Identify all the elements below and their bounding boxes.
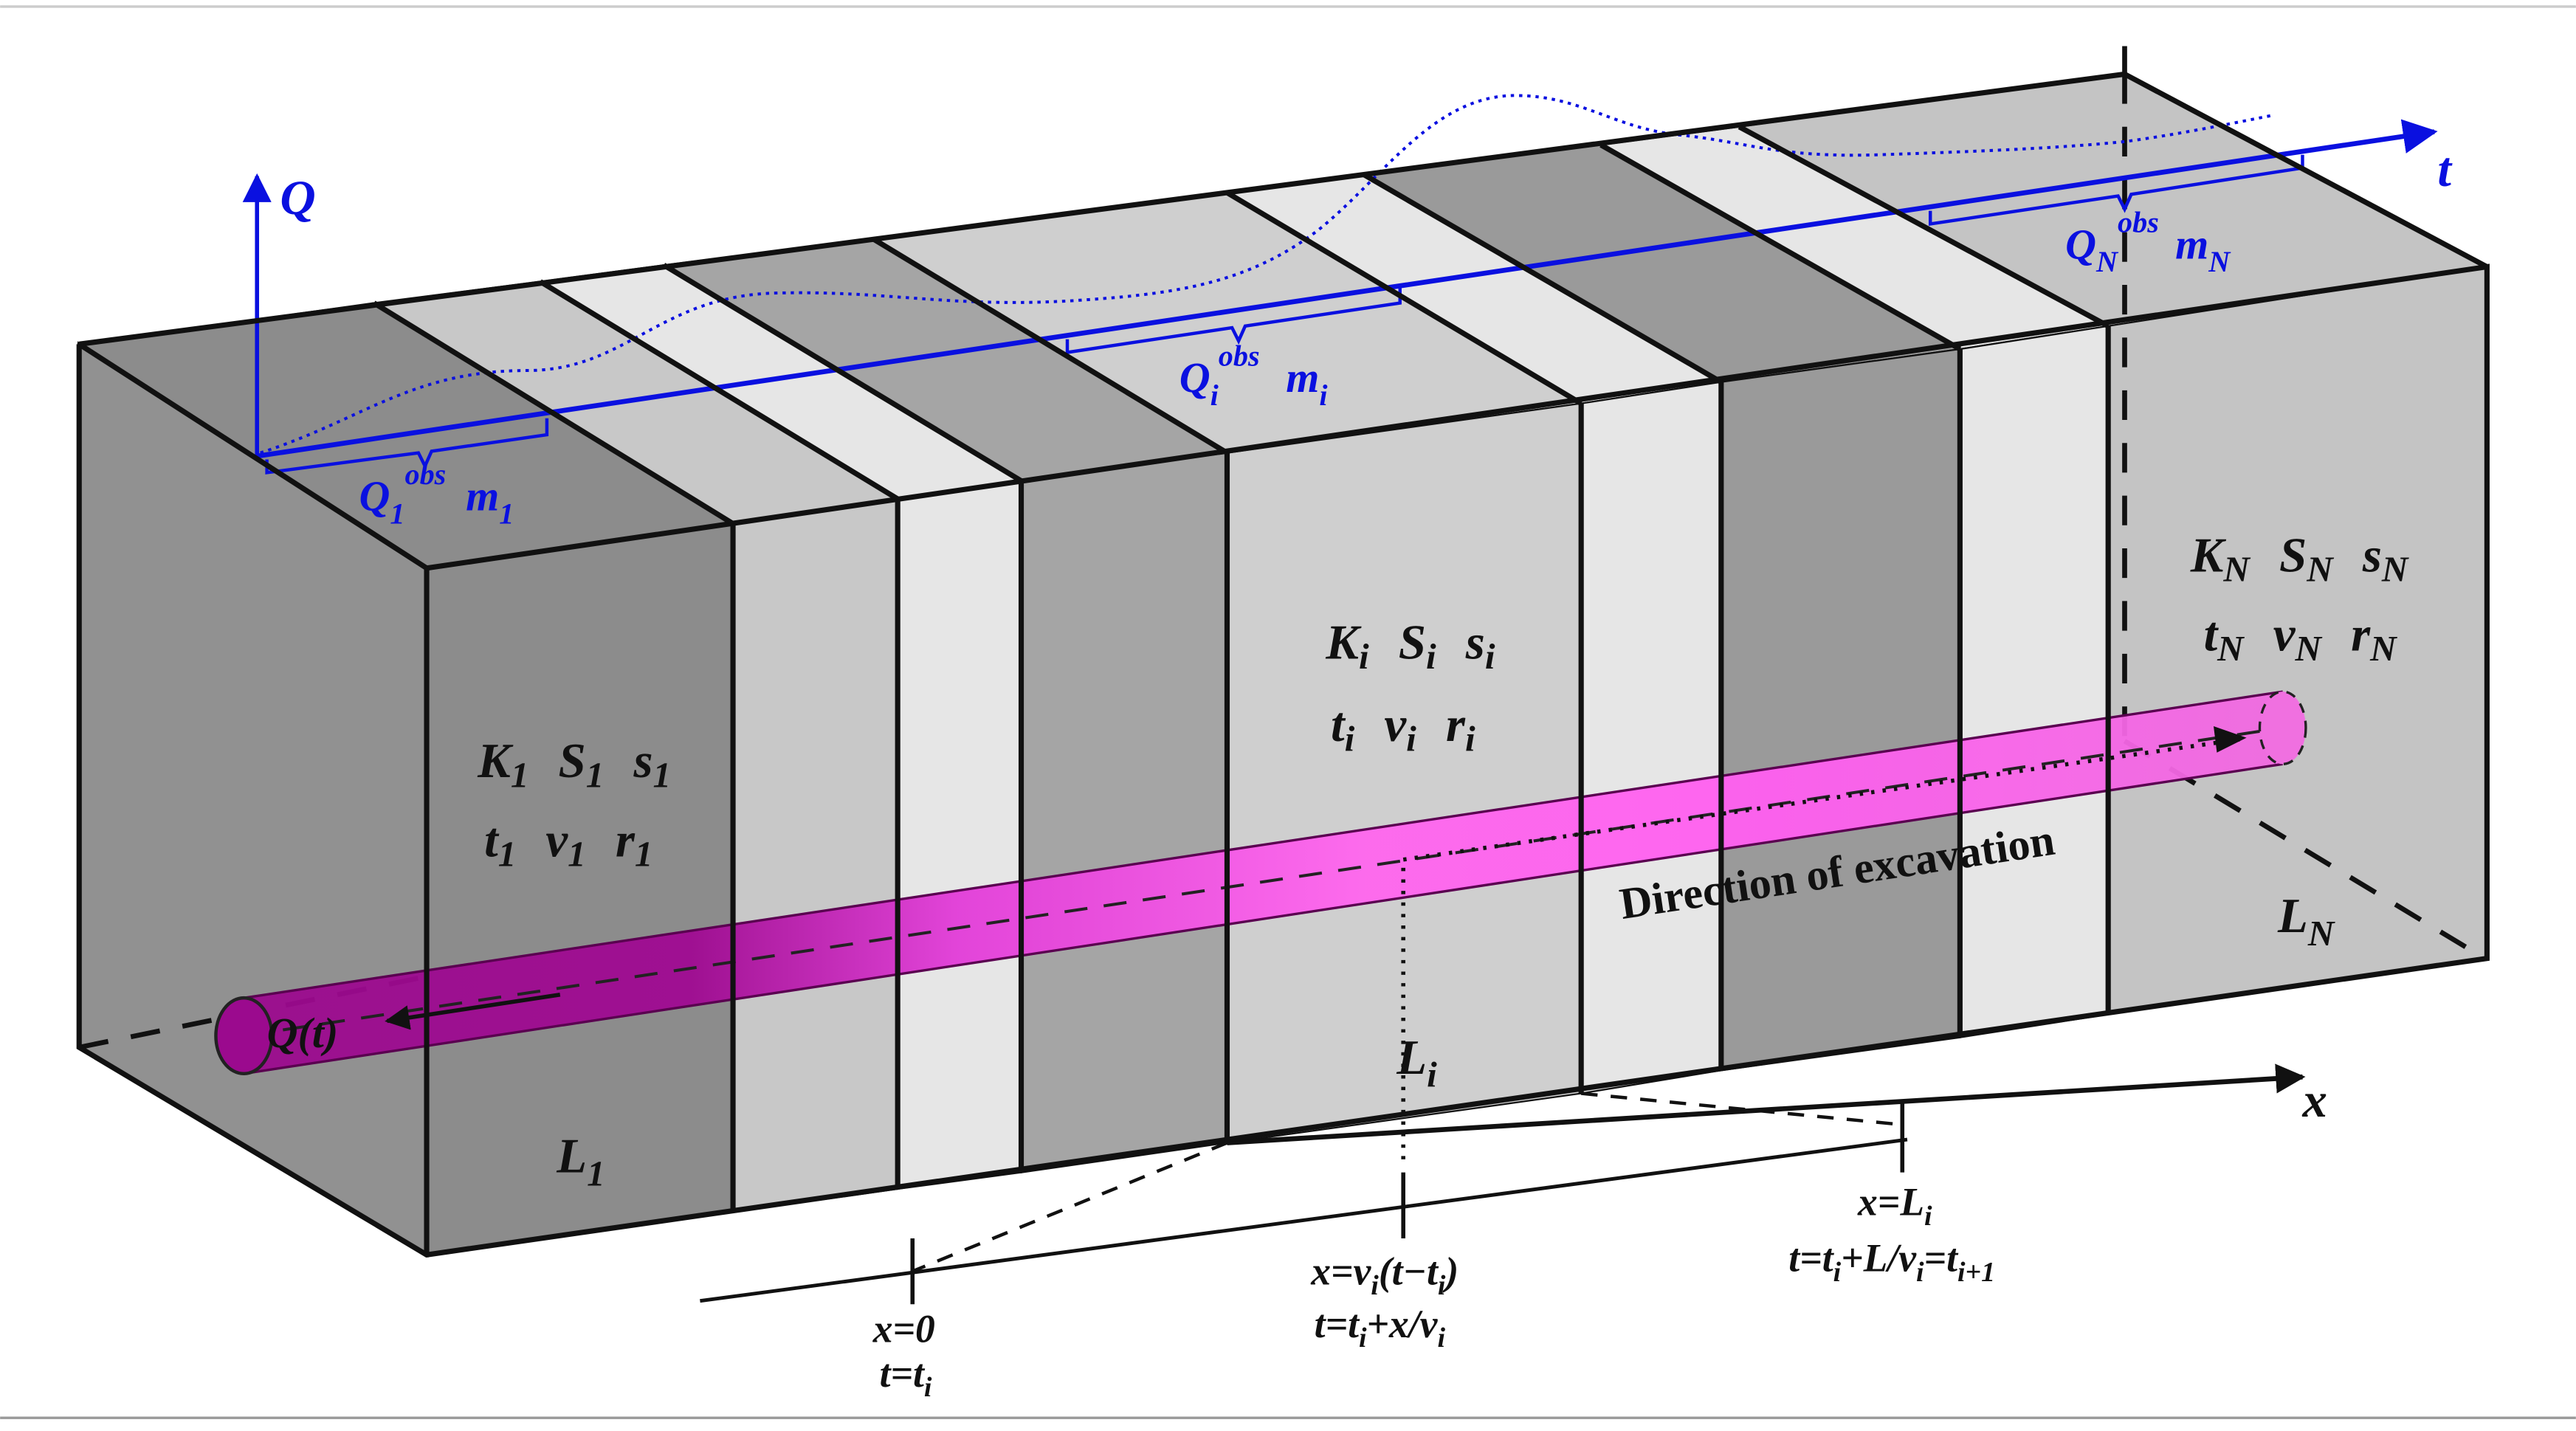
front-zone-8 bbox=[1959, 325, 2110, 1039]
block-outline bbox=[76, 71, 2490, 1258]
q-axis-label: Q bbox=[280, 170, 315, 225]
projection-start bbox=[912, 1141, 1228, 1273]
excavation-path-dotted bbox=[1401, 737, 2241, 1159]
tunnel-bottom-edge bbox=[244, 762, 2283, 1075]
t-axis-label: t bbox=[2437, 142, 2453, 197]
front-zone-4 bbox=[1020, 452, 1228, 1173]
front-zone-6 bbox=[1580, 381, 1722, 1094]
front-face bbox=[425, 266, 2488, 1256]
projection-end bbox=[1580, 1092, 1903, 1127]
local-x-axis bbox=[700, 1137, 1908, 1303]
tunnel-axis-dashed bbox=[244, 726, 2284, 1038]
bottom-axis-labels: x=0 t=ti x=vi(t−ti) t=ti+x/vi x=Li t=ti+… bbox=[872, 1180, 1995, 1403]
front-zone-2 bbox=[731, 497, 899, 1213]
length-label-i: Li bbox=[1396, 1030, 1437, 1095]
mid-x-label: x=vi(t−ti) bbox=[1310, 1249, 1459, 1300]
tunnel-front-opening bbox=[214, 996, 274, 1076]
front-zone-3 bbox=[897, 480, 1022, 1190]
start-x-label: x=0 bbox=[872, 1307, 935, 1351]
tunnel-top-edge bbox=[244, 690, 2283, 999]
start-t-label: t=ti bbox=[880, 1351, 932, 1403]
excavation-arrowhead bbox=[2213, 726, 2247, 753]
x-axis-label: x bbox=[2301, 1073, 2327, 1128]
length-label-1: L1 bbox=[556, 1129, 605, 1194]
end-t-label: t=ti+L/vi=ti+1 bbox=[1788, 1236, 1995, 1288]
inflow-label: Q(t) bbox=[267, 1009, 339, 1057]
obs-brace-1 bbox=[265, 418, 549, 475]
inflow-arrow bbox=[385, 992, 561, 1030]
obs-brace-i bbox=[1065, 288, 1402, 355]
end-x-label: x=Li bbox=[1857, 1180, 1932, 1232]
front-zone-7 bbox=[1720, 348, 1961, 1072]
length-label-n: LN bbox=[2277, 889, 2335, 954]
tunnel bbox=[214, 690, 2307, 1076]
t-axis bbox=[256, 119, 2438, 459]
tunnel-face-end bbox=[2258, 690, 2307, 765]
mid-t-label: t=ti+x/vi bbox=[1315, 1302, 1446, 1354]
